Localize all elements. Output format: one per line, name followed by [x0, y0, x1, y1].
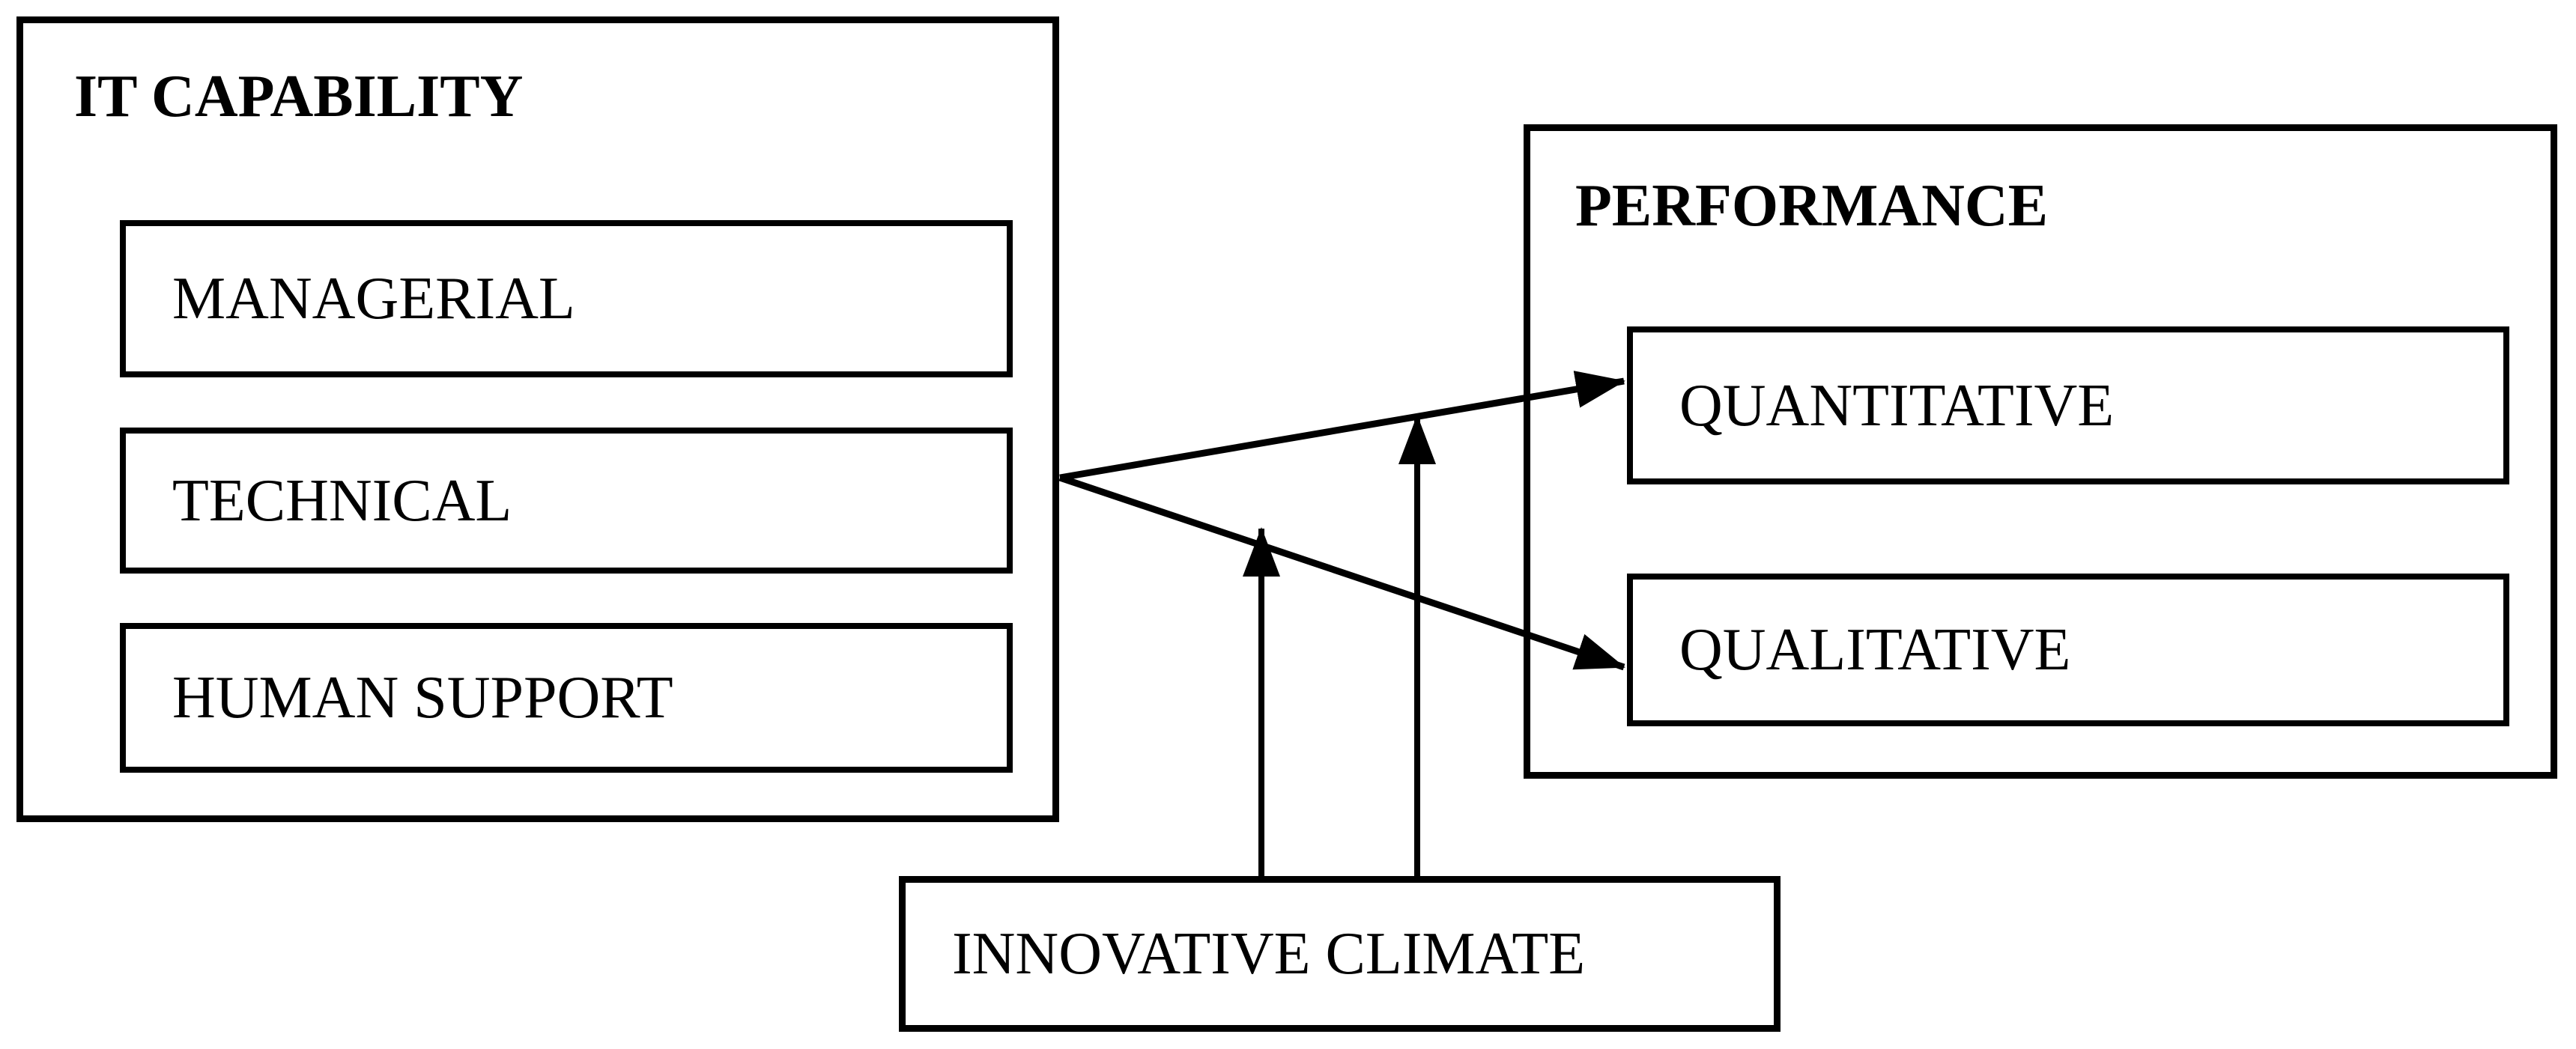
innovative-climate-label: INNOVATIVE CLIMATE [952, 921, 1586, 987]
performance-title: PERFORMANCE [1575, 173, 2049, 239]
innovative-climate-box: INNOVATIVE CLIMATE [899, 876, 1781, 1032]
managerial-label: MANAGERIAL [172, 266, 575, 332]
quantitative-box: QUANTITATIVE [1627, 326, 2509, 484]
qualitative-box: QUALITATIVE [1627, 574, 2509, 726]
technical-label: TECHNICAL [172, 467, 512, 534]
technical-box: TECHNICAL [120, 428, 1013, 574]
it-capability-title: IT CAPABILITY [74, 64, 524, 130]
human-support-box: HUMAN SUPPORT [120, 623, 1013, 773]
managerial-box: MANAGERIAL [120, 220, 1013, 377]
quantitative-label: QUANTITATIVE [1679, 372, 2115, 439]
qualitative-label: QUALITATIVE [1679, 617, 2071, 683]
human-support-label: HUMAN SUPPORT [172, 665, 673, 731]
